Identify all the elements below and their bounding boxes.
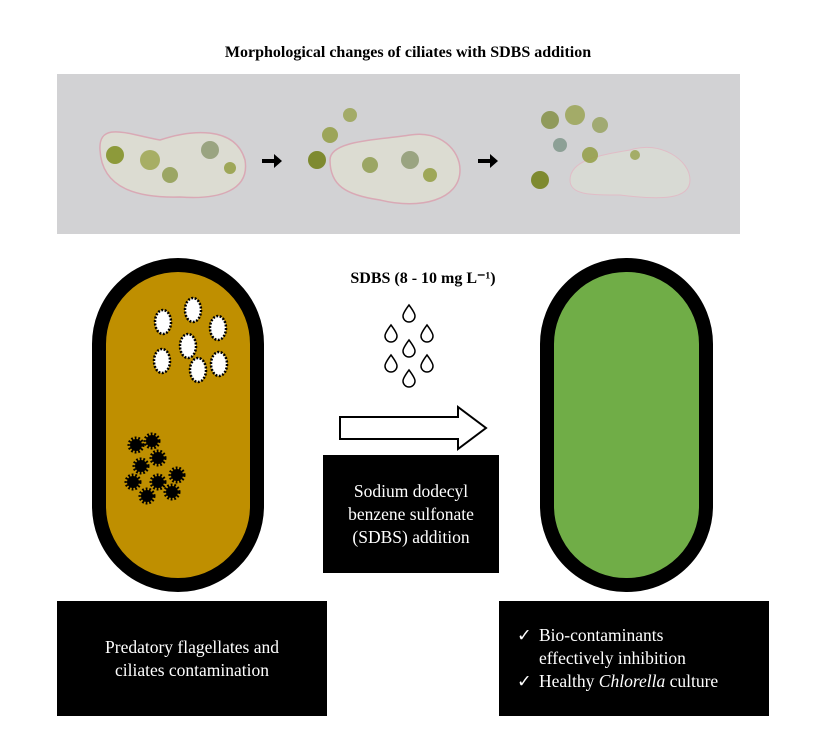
arrow-icon	[262, 154, 282, 168]
result-item: ✓ Bio-contaminants effectively inhibition	[517, 624, 718, 670]
before-line: ciliates contamination	[114, 659, 270, 680]
figure-title: Morphological changes of ciliates with S…	[224, 44, 592, 61]
healthy-culture-vessel	[540, 258, 713, 592]
ciliate-rupturing	[308, 108, 461, 205]
after-box: ✓ Bio-contaminants effectively inhibition…	[499, 601, 769, 716]
process-line: Sodium dodecyl	[353, 480, 469, 501]
process-line: benzene sulfonate	[348, 503, 474, 524]
micrograph-panel	[57, 74, 740, 234]
ciliate-intact	[99, 131, 247, 199]
before-line: Predatory flagellates and	[105, 636, 279, 657]
result-item: ✓ Healthy Chlorella culture	[517, 670, 718, 693]
flagellate-icons	[124, 432, 186, 505]
process-arrow-icon	[339, 405, 488, 451]
contaminated-culture-vessel	[92, 258, 264, 592]
check-icon: ✓	[517, 671, 532, 691]
process-box: Sodium dodecyl benzene sulfonate (SDBS) …	[323, 455, 499, 573]
result-text: Bio-contaminants	[539, 625, 664, 645]
before-box: Predatory flagellates and ciliates conta…	[57, 601, 327, 716]
sdbs-drop-icons	[384, 303, 434, 388]
result-text: culture	[665, 671, 719, 691]
ciliate-lysed	[531, 105, 691, 199]
arrow-icon	[478, 154, 498, 168]
process-line: (SDBS) addition	[352, 526, 470, 547]
check-icon: ✓	[517, 625, 532, 645]
species-name: Chlorella	[598, 671, 666, 691]
result-text: Healthy	[539, 671, 599, 691]
result-text: effectively inhibition	[539, 648, 686, 668]
dose-label: SDBS (8 - 10 mg L⁻¹)	[350, 270, 496, 287]
ciliate-icons	[152, 296, 229, 384]
